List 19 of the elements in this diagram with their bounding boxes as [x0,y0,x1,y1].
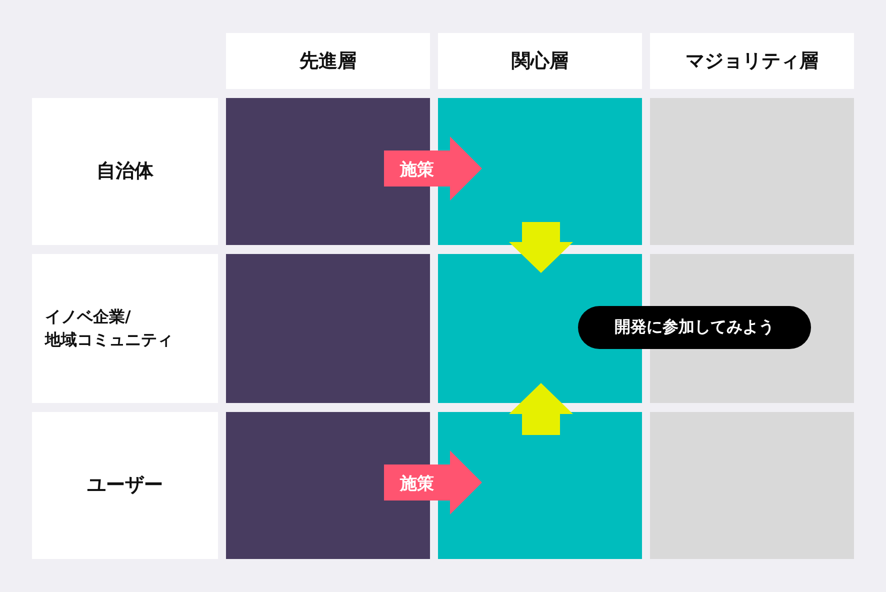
grid-cell [438,412,642,559]
column-header-text: マジョリティ層 [686,48,818,74]
grid-cell [438,98,642,245]
row-header-text: イノベ企業/地域コミュニティ [45,306,174,350]
block-arrow [509,222,573,273]
grid-cell [650,98,854,245]
block-arrow [384,450,482,514]
grid-cell [226,254,430,403]
block-arrow [384,136,482,200]
column-header-text: 関心層 [512,48,568,74]
column-header-text: 先進層 [300,48,356,74]
edge-label: 施策 [400,158,434,180]
edge-label: 施策 [400,472,434,494]
row-header-text: ユーザー [87,473,163,498]
row-header-text: 自治体 [96,159,154,184]
callout-tooltip [578,306,811,349]
block-arrow [509,383,573,435]
callout-text: 開発に参加してみよう [614,316,774,338]
grid-cell [650,412,854,559]
